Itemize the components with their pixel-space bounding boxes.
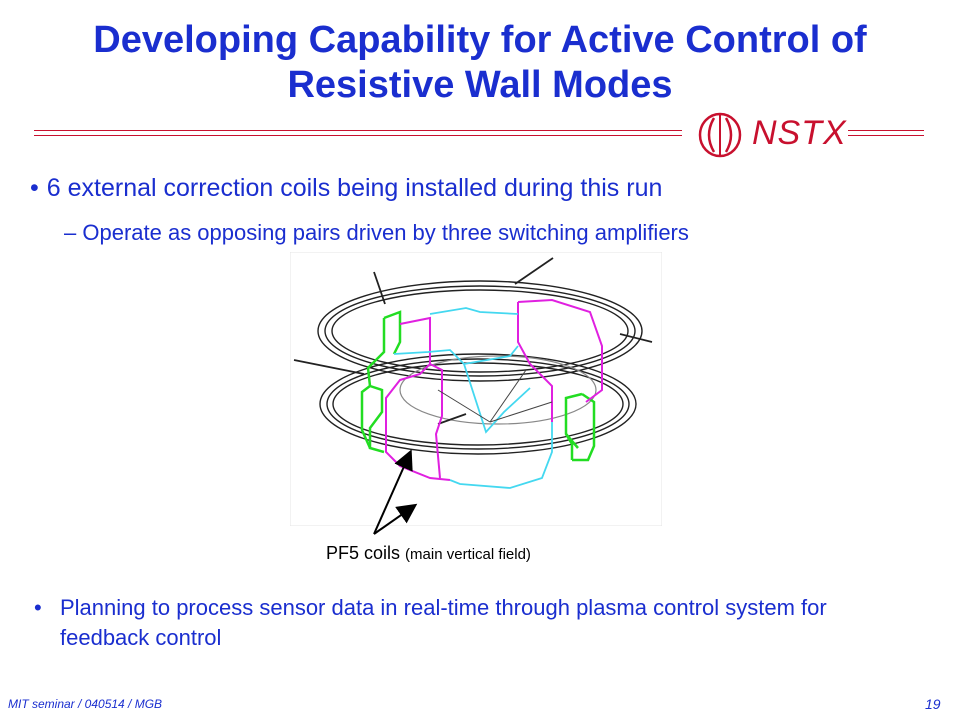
footer-text: MIT seminar / 040514 / MGB <box>8 697 163 711</box>
subbullet-dash: – <box>64 220 83 245</box>
green-correction-coil-left <box>360 310 402 454</box>
slide-title-line2: Resistive Wall Modes <box>287 64 673 106</box>
coil-diagram <box>290 252 662 526</box>
caption-main: PF5 coils <box>326 543 401 563</box>
inner-reference-circle <box>399 355 597 425</box>
page-number: 19 <box>925 696 941 712</box>
slide-title-line1: Developing Capability for Active Control… <box>93 19 867 61</box>
logo-text: NSTX <box>752 114 847 152</box>
pf5-coil-top <box>317 280 643 382</box>
nstx-logo-icon <box>698 112 742 158</box>
angle-markers <box>437 369 553 423</box>
subbullet-1-text: Operate as opposing pairs driven by thre… <box>82 220 689 245</box>
cyan-correction-coil <box>393 307 553 489</box>
figure-caption: PF5 coils (main vertical field) <box>326 541 531 567</box>
magenta-correction-coil-right <box>517 298 603 422</box>
magenta-correction-coil-left <box>385 316 451 481</box>
bullet-dot: • <box>30 174 39 202</box>
bullet-2: • Planning to process sensor data in rea… <box>34 593 914 653</box>
caption-small: (main vertical field) <box>405 546 531 563</box>
bullet-1: •6 external correction coils being insta… <box>30 173 662 203</box>
slide-title: Developing Capability for Active Control… <box>20 18 940 108</box>
pf5-coil-bottom <box>319 353 637 455</box>
title-rule-right-bottom <box>848 135 924 136</box>
subbullet-1: – Operate as opposing pairs driven by th… <box>64 219 689 247</box>
coil-leads <box>293 257 653 425</box>
bullet-2-text: Planning to process sensor data in real-… <box>60 595 827 650</box>
bullet-1-text: 6 external correction coils being instal… <box>46 174 663 202</box>
title-rule-right-top <box>848 130 924 131</box>
title-rule-left-top <box>34 130 682 131</box>
bullet-dot: • <box>34 595 42 620</box>
title-rule-left-bottom <box>34 135 682 136</box>
